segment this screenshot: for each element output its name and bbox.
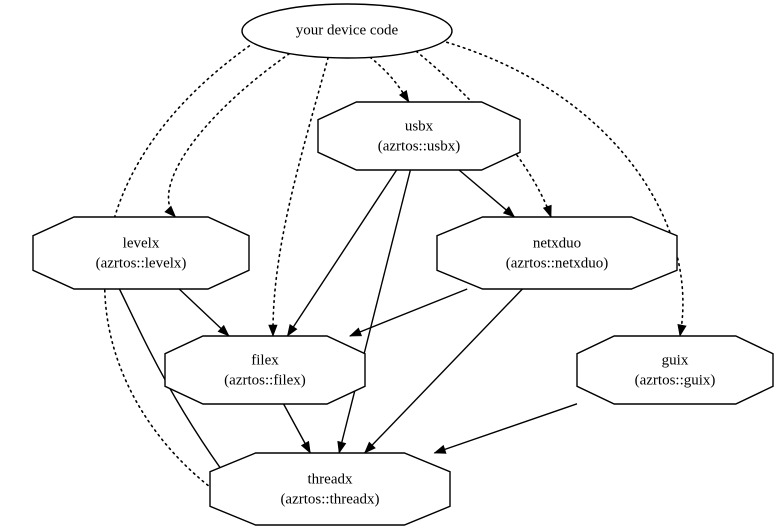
arrowhead-usbx-to-filex bbox=[286, 324, 298, 337]
node-label-levelx-package: (azrtos::levelx) bbox=[96, 255, 187, 271]
node-label-netxduo-package: (azrtos::netxduo) bbox=[506, 255, 608, 271]
arrowhead-guix-to-threadx bbox=[433, 444, 447, 454]
node-shape-device bbox=[241, 3, 453, 59]
arrowhead-device-to-filex bbox=[268, 324, 278, 337]
node-device[interactable]: your device code bbox=[241, 3, 453, 59]
node-shape-guix bbox=[576, 335, 774, 405]
edge-usbx-to-filex bbox=[286, 169, 398, 337]
edge-device-to-filex bbox=[272, 56, 329, 337]
node-label-usbx-package: (azrtos::usbx) bbox=[378, 138, 460, 154]
edge-guix-to-threadx bbox=[434, 403, 578, 454]
node-guix[interactable]: guix(azrtos::guix) bbox=[576, 335, 774, 405]
arrowhead-filex-to-threadx bbox=[300, 440, 311, 454]
edge-netxduo-to-filex bbox=[349, 288, 468, 337]
edge-device-to-levelx bbox=[167, 52, 291, 218]
node-label-filex-name: filex bbox=[251, 352, 279, 368]
node-levelx[interactable]: levelx(azrtos::levelx) bbox=[32, 216, 250, 290]
node-label-usbx-name: usbx bbox=[405, 118, 434, 134]
node-usbx[interactable]: usbx(azrtos::usbx) bbox=[317, 101, 521, 171]
edge-netxduo-to-threadx bbox=[364, 288, 523, 454]
nodes-layer: your device codeusbx(azrtos::usbx)levelx… bbox=[32, 3, 774, 526]
node-label-netxduo-name: netxduo bbox=[533, 235, 581, 251]
arrowhead-levelx-to-filex bbox=[217, 324, 230, 337]
arrowhead-device-to-levelx bbox=[164, 205, 177, 218]
node-threadx[interactable]: threadx(azrtos::threadx) bbox=[209, 452, 451, 526]
node-shape-usbx bbox=[317, 101, 521, 171]
node-shape-filex bbox=[164, 335, 366, 405]
node-label-device-name: your device code bbox=[296, 22, 399, 38]
node-label-guix-name: guix bbox=[662, 352, 689, 368]
arrowhead-netxduo-to-threadx bbox=[364, 441, 376, 454]
node-label-filex-package: (azrtos::filex) bbox=[224, 372, 306, 388]
edge-device-to-usbx bbox=[369, 56, 410, 103]
arrowhead-device-to-guix bbox=[677, 324, 687, 337]
node-label-threadx-name: threadx bbox=[308, 471, 353, 487]
edge-usbx-to-netxduo bbox=[458, 169, 515, 218]
arrowhead-usbx-to-threadx bbox=[337, 440, 347, 454]
edge-device-to-threadx bbox=[103, 45, 257, 518]
edge-levelx-to-filex bbox=[178, 288, 230, 337]
arrowhead-usbx-to-netxduo bbox=[502, 206, 516, 218]
arrowhead-device-to-usbx bbox=[398, 90, 410, 103]
node-label-threadx-package: (azrtos::threadx) bbox=[280, 491, 379, 507]
node-shape-levelx bbox=[32, 216, 250, 290]
node-label-levelx-name: levelx bbox=[123, 235, 160, 251]
node-label-guix-package: (azrtos::guix) bbox=[635, 372, 716, 388]
node-shape-threadx bbox=[209, 452, 451, 526]
node-shape-netxduo bbox=[436, 216, 678, 290]
node-netxduo[interactable]: netxduo(azrtos::netxduo) bbox=[436, 216, 678, 290]
arrowhead-device-to-netxduo bbox=[542, 204, 552, 218]
edge-device-to-guix bbox=[446, 41, 684, 337]
node-filex[interactable]: filex(azrtos::filex) bbox=[164, 335, 366, 405]
edge-usbx-to-threadx bbox=[338, 169, 412, 454]
arrowhead-netxduo-to-filex bbox=[349, 327, 363, 337]
